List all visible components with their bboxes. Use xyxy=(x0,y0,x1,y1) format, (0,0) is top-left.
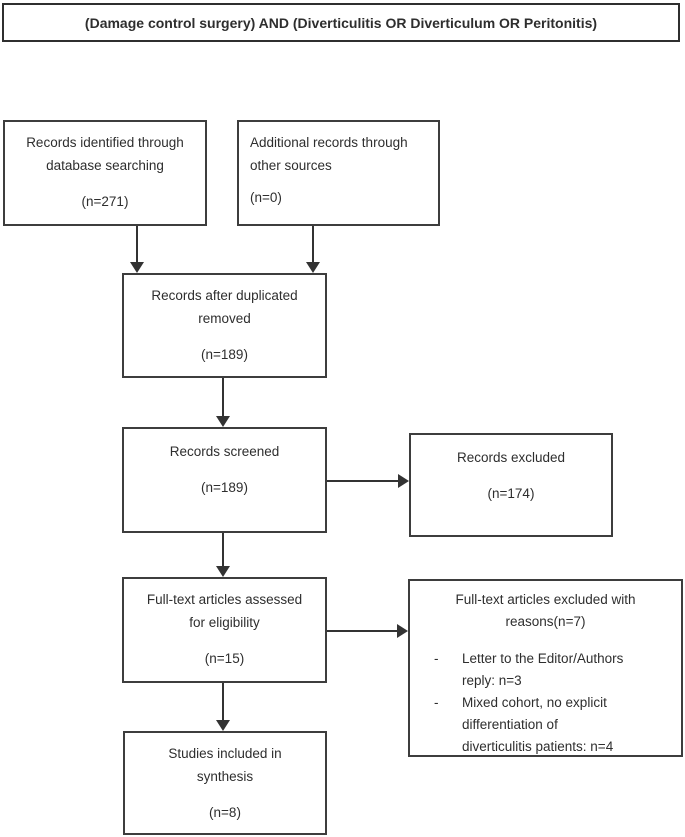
list-item: - Letter to the Editor/Authors reply: n=… xyxy=(432,648,673,692)
records-excluded-label: Records excluded xyxy=(456,450,566,465)
box-fulltext-assessed: Full-text articles assessed for eligibil… xyxy=(122,577,327,683)
list-item-text: Letter to the Editor/Authors reply: n=3 xyxy=(462,651,624,688)
box-fulltext-excluded-reasons: Full-text articles excluded with reasons… xyxy=(408,579,683,757)
records-screened-count: (n=189) xyxy=(201,480,248,495)
studies-included-label: Studies included in synthesis xyxy=(168,746,282,784)
search-query-text: (Damage control surgery) AND (Diverticul… xyxy=(84,14,598,31)
search-query-box: (Damage control surgery) AND (Diverticul… xyxy=(2,3,680,42)
records-excluded-count: (n=174) xyxy=(487,486,535,501)
additional-records-count: (n=0) xyxy=(250,190,282,205)
fulltext-assessed-count: (n=15) xyxy=(204,651,245,666)
records-identified-label: Records identified through database sear… xyxy=(26,135,184,173)
records-deduplicated-count: (n=189) xyxy=(201,347,248,362)
box-records-excluded: Records excluded (n=174) xyxy=(409,433,613,537)
records-deduplicated-label: Records after duplicated removed xyxy=(151,288,298,326)
fulltext-assessed-label: Full-text articles assessed for eligibil… xyxy=(146,592,303,630)
list-item-text: Mixed cohort, no explicit differentiatio… xyxy=(462,695,614,754)
fulltext-excluded-reasons-label: Full-text articles excluded with reasons… xyxy=(455,592,636,629)
records-identified-count: (n=271) xyxy=(81,194,129,209)
box-studies-included: Studies included in synthesis (n=8) xyxy=(123,731,327,835)
box-records-deduplicated: Records after duplicated removed (n=189) xyxy=(122,273,327,378)
studies-included-count: (n=8) xyxy=(209,805,241,820)
exclusion-reasons-list: - Letter to the Editor/Authors reply: n=… xyxy=(410,648,681,758)
box-records-identified: Records identified through database sear… xyxy=(3,120,207,226)
list-item-bullet: - xyxy=(434,695,439,710)
additional-records-label: Additional records through other sources xyxy=(250,135,408,173)
list-item-bullet: - xyxy=(434,651,439,666)
box-records-screened: Records screened (n=189) xyxy=(122,427,327,533)
box-additional-records: Additional records through other sources… xyxy=(237,120,440,226)
list-item: - Mixed cohort, no explicit differentiat… xyxy=(432,692,673,758)
records-screened-label: Records screened xyxy=(169,444,280,459)
